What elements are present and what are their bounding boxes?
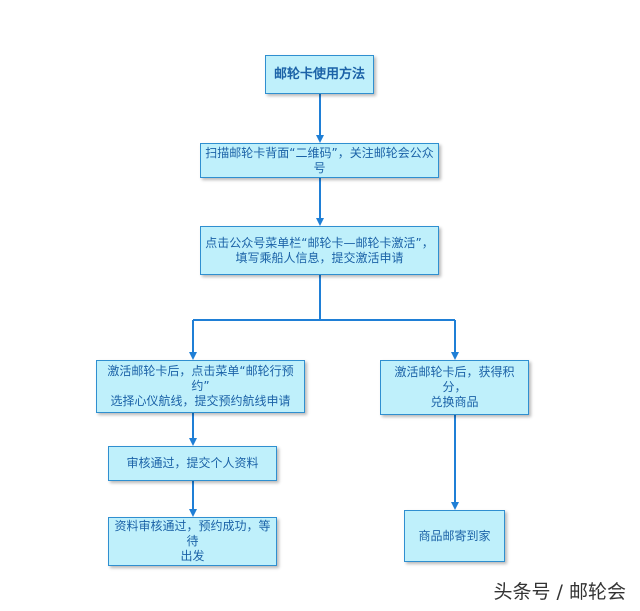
watermark-text: 头条号 / 邮轮会	[493, 581, 626, 603]
node-left1-book-route: 激活邮轮卡后，点击菜单“邮轮行预约” 选择心仪航线，提交预约航线申请	[96, 360, 305, 413]
node-title: 邮轮卡使用方法	[265, 55, 374, 94]
node-step1-scan-qr: 扫描邮轮卡背面“二维码”，关注邮轮会公众号	[200, 143, 439, 178]
node-step2-activate: 点击公众号菜单栏“邮轮卡—邮轮卡激活”， 填写乘船人信息，提交激活申请	[200, 226, 439, 275]
node-left3-booking-success: 资料审核通过，预约成功，等待 出发	[108, 517, 277, 566]
node-left2-label: 审核通过，提交个人资料	[126, 456, 259, 470]
node-right1-points: 激活邮轮卡后，获得积分， 兑换商品	[380, 360, 529, 415]
node-right1-label: 激活邮轮卡后，获得积分， 兑换商品	[394, 365, 515, 409]
node-left1-label: 激活邮轮卡后，点击菜单“邮轮行预约” 选择心仪航线，提交预约航线申请	[107, 364, 294, 408]
node-step2-label: 点击公众号菜单栏“邮轮卡—邮轮卡激活”， 填写乘船人信息，提交激活申请	[205, 235, 434, 265]
node-step1-label: 扫描邮轮卡背面“二维码”，关注邮轮会公众号	[205, 145, 434, 175]
node-title-label: 邮轮卡使用方法	[273, 67, 365, 82]
node-left2-review: 审核通过，提交个人资料	[108, 446, 277, 481]
node-right2-delivery: 商品邮寄到家	[404, 510, 505, 562]
node-right2-label: 商品邮寄到家	[418, 528, 491, 543]
node-left3-label: 资料审核通过，预约成功，等待 出发	[114, 519, 271, 563]
